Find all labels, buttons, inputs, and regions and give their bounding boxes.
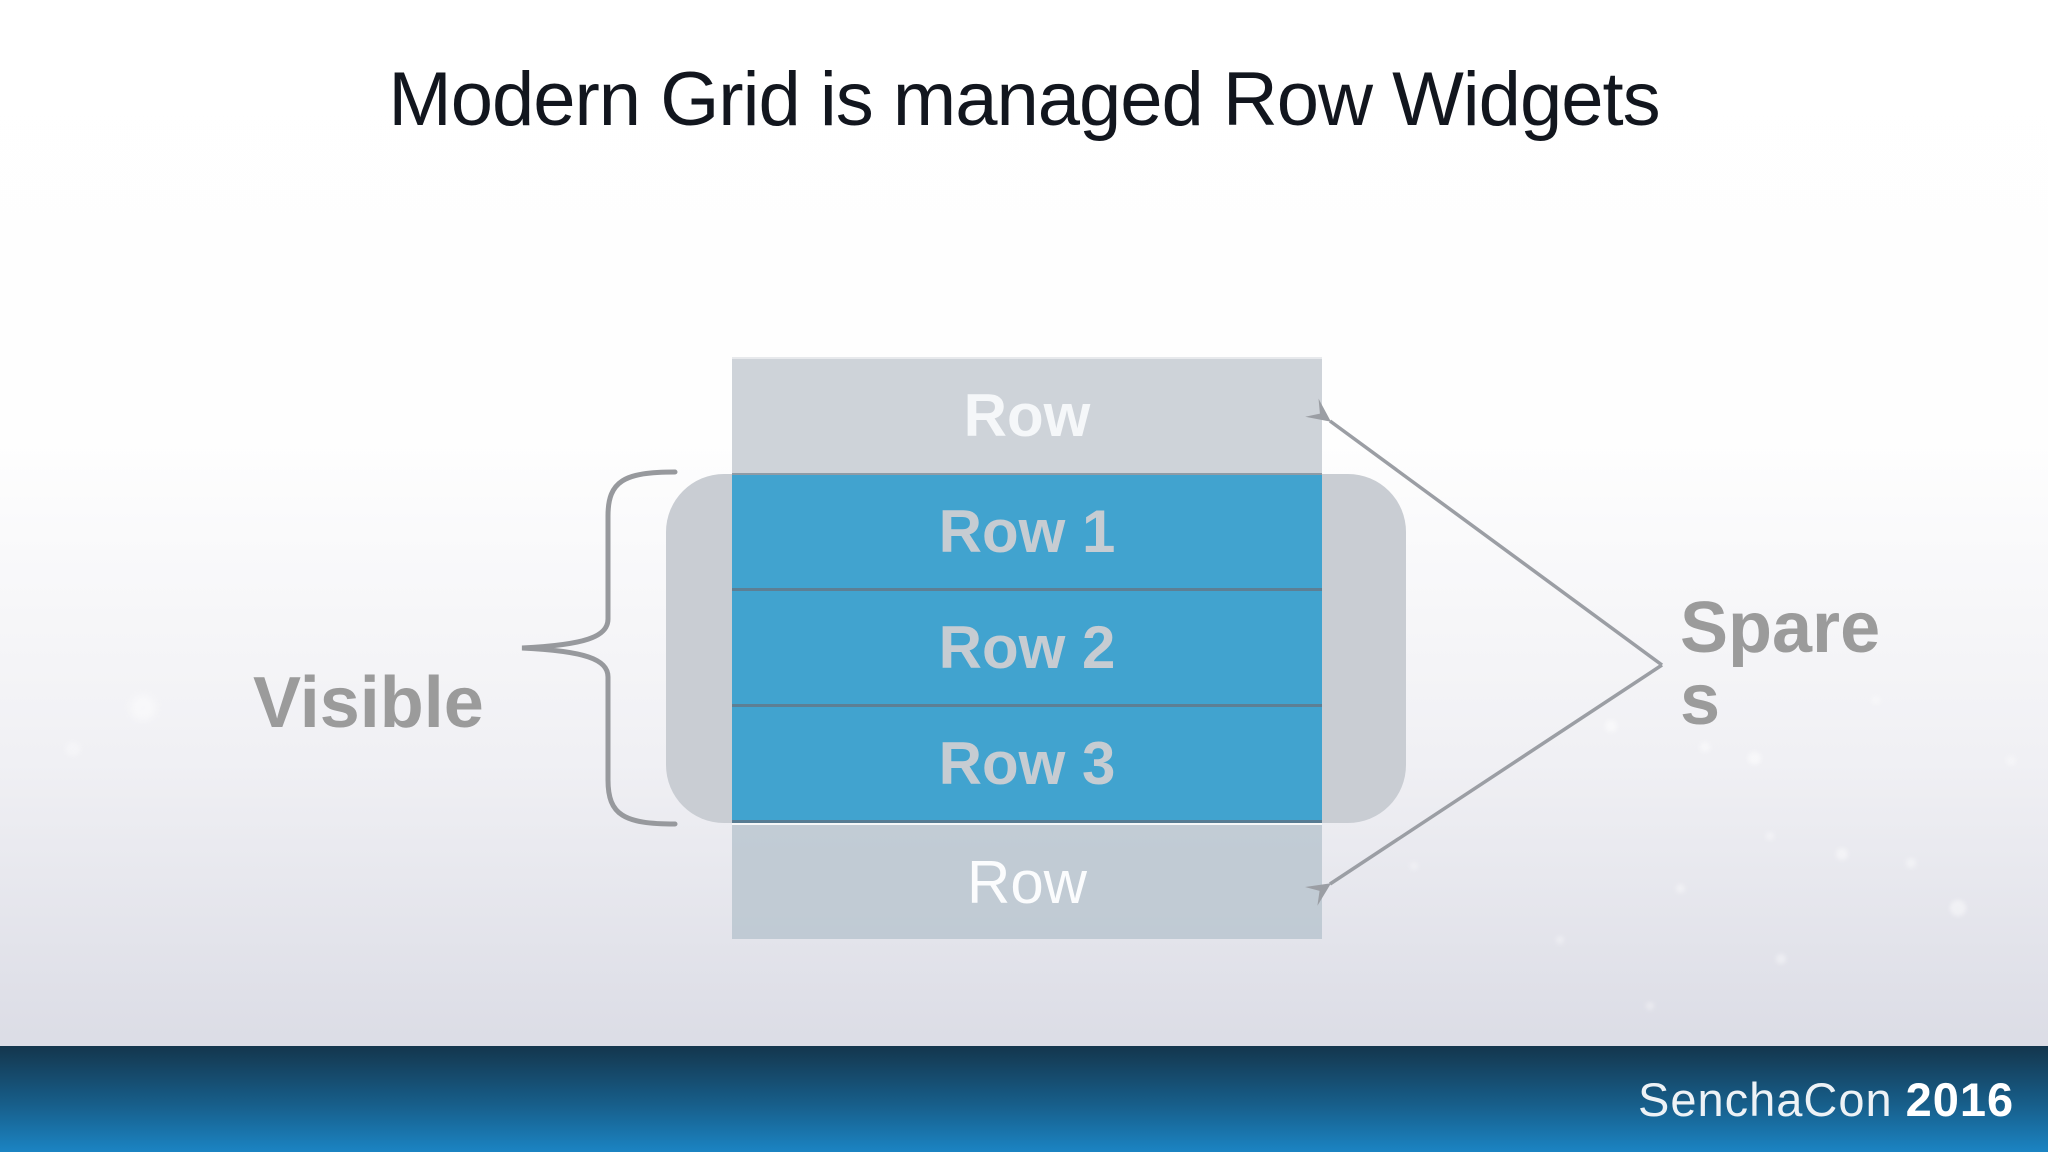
spare-row-top-label: Row — [963, 381, 1091, 449]
bokeh-dot — [1556, 936, 1564, 944]
bokeh-dot — [1748, 752, 1761, 765]
bokeh-dot — [1872, 696, 1880, 704]
bokeh-dot — [1676, 884, 1685, 893]
visible-row-1-label: Row 1 — [938, 498, 1116, 565]
slide-title: Modern Grid is managed Row Widgets — [388, 57, 1660, 142]
visible-label: Visible — [253, 663, 484, 743]
bokeh-dot — [1776, 954, 1786, 964]
bokeh-dot — [1950, 900, 1966, 916]
bokeh-dot — [1410, 862, 1418, 870]
bokeh-dot — [1646, 1002, 1654, 1010]
bokeh-dot — [130, 695, 156, 721]
visible-row-3-label: Row 3 — [938, 730, 1116, 797]
bokeh-dot — [1836, 848, 1848, 860]
footer-brand: SenchaCon 2016 — [1638, 1046, 2014, 1152]
visible-row-3: Row 3 — [732, 707, 1322, 820]
bokeh-dot — [1906, 858, 1916, 868]
footer-bar: SenchaCon 2016 — [0, 1046, 2048, 1152]
visible-rows-block: Row 1 Row 2 Row 3 — [732, 473, 1322, 823]
brand-year: 2016 — [1905, 1072, 2015, 1126]
bokeh-dot — [1766, 832, 1774, 840]
spare-row-bottom-label: Row — [966, 848, 1088, 916]
visible-brace — [521, 469, 678, 827]
bokeh-dot — [1700, 742, 1710, 752]
spare-row-bottom: Row — [732, 823, 1322, 939]
row-separator — [732, 588, 1322, 591]
row-separator — [732, 704, 1322, 707]
visible-row-1: Row 1 — [732, 475, 1322, 588]
visible-row-2: Row 2 — [732, 591, 1322, 704]
row-stack: Row Row 1 Row 2 Row 3 Row — [732, 357, 1322, 939]
visible-row-2-label: Row 2 — [938, 614, 1116, 681]
spares-label: Spare s — [1680, 588, 1881, 740]
brace-path — [521, 469, 678, 827]
spare-row-top: Row — [732, 357, 1322, 473]
bokeh-dot — [1605, 720, 1617, 732]
bokeh-dot — [66, 742, 80, 756]
brand-name: SenchaCon — [1638, 1072, 1893, 1126]
bokeh-dot — [2006, 756, 2016, 766]
